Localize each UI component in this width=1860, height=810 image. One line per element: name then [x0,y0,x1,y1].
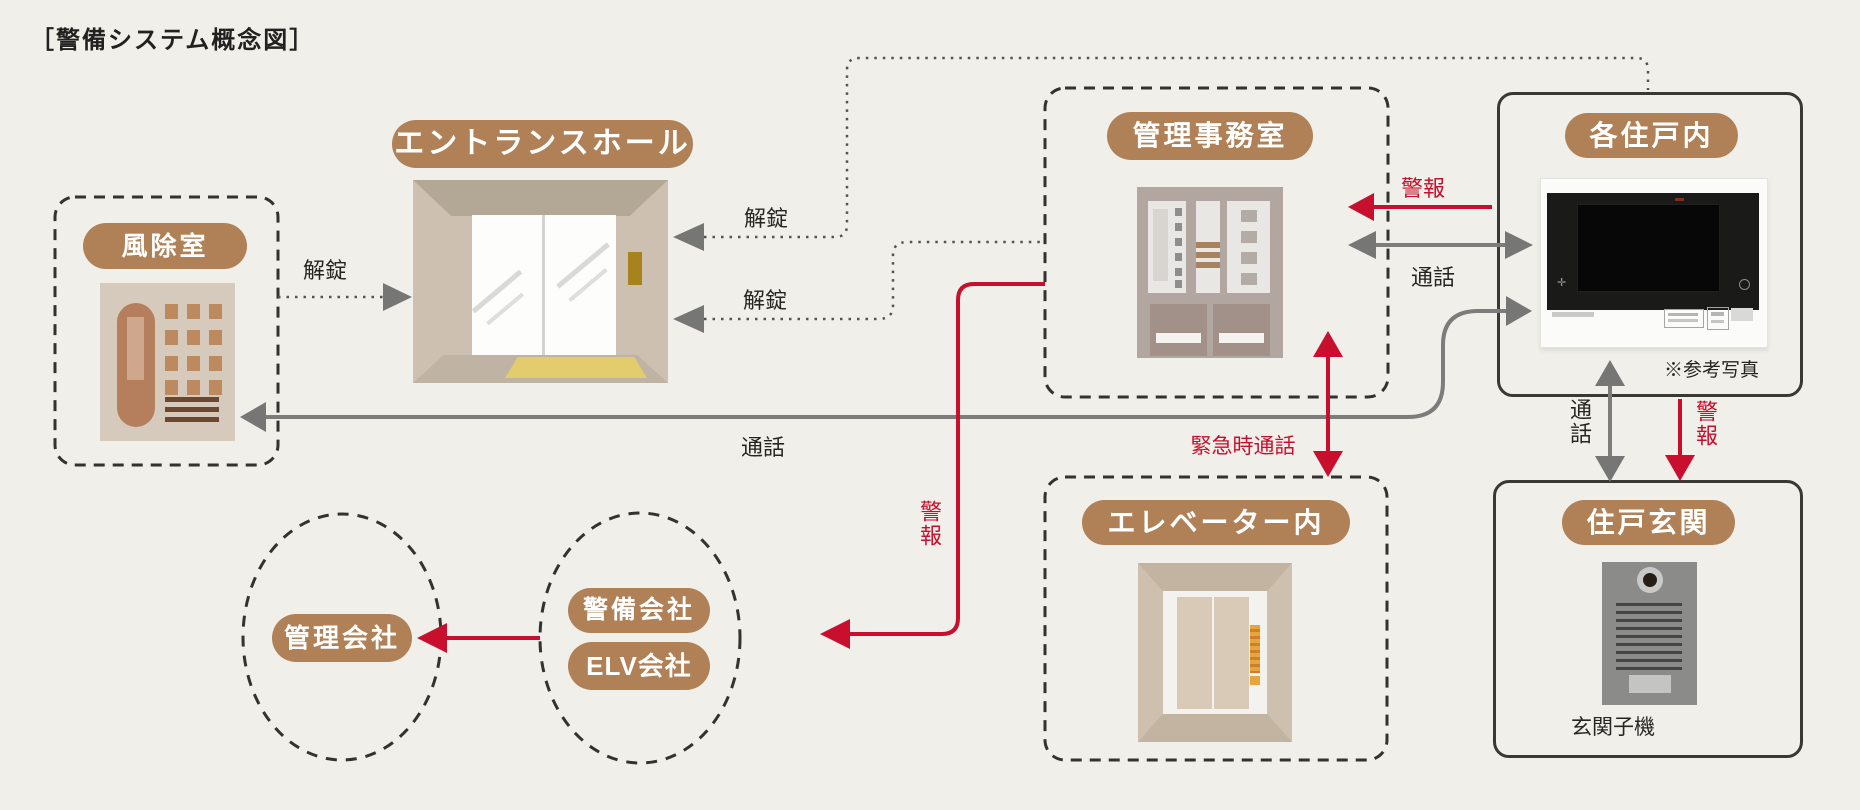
monitor-info-plate [1664,309,1704,328]
panel-right-buttons [1241,210,1257,286]
unlock-label: 解錠 [742,288,787,313]
monitor-right-button [1739,279,1750,290]
arrowhead-right-icon [383,283,412,311]
camera-ring-icon [1637,567,1663,593]
panel-left-display [1153,209,1168,281]
monitor-left-button: ✛ [1557,277,1567,289]
call-label: 通話 [1567,398,1592,446]
elevator-illustration [1138,563,1292,742]
speaker-grille-icon [1616,603,1682,671]
door-station-caption: 玄関子機 [1571,715,1655,739]
windbreak-room-border [53,195,280,467]
elevator-interior [1163,591,1267,714]
unlock-dwelling-line [704,56,1650,239]
management-company-label: 管理会社 [272,614,412,662]
photo-note: ※参考写真 [1664,360,1760,381]
camera-lens-icon [1643,573,1657,587]
arrowhead-left-icon [1348,231,1376,259]
management-company-border [241,512,443,762]
panel-left-column [1148,201,1186,293]
arrowhead-down-icon [1665,455,1695,481]
elevator-cabin-border [1043,475,1389,762]
arrowhead-left-icon [240,402,266,432]
call-button-icon [1629,675,1671,693]
monitor-brand-text [1552,312,1594,317]
monitor-screen [1577,204,1720,292]
entrance-mat [505,357,647,378]
arrowhead-left-icon [673,305,704,333]
door-split [542,215,545,355]
security-company-label: 警備会社 [568,588,710,633]
monitor-bezel: ✛ [1547,193,1759,310]
speaker-grille-icon [165,397,219,422]
entrance-hall-label: エントランスホール [392,120,693,168]
intercom-monitor-illustration: ✛ [1540,178,1768,348]
panel-middle-column [1196,201,1220,293]
arrowhead-left-icon [1348,193,1374,221]
door-station-illustration [1602,562,1697,705]
elevator-doors [1177,597,1249,709]
windbreak-room-label: 風除室 [83,223,247,269]
call-long-line [266,309,1508,419]
monitor-info-plate [1707,307,1729,330]
alarm-label: 警報 [1400,176,1445,201]
keypad-icon [165,304,223,414]
arrowhead-right-icon [1505,231,1533,259]
elevator-top-frame [1138,563,1292,591]
handset-icon [117,303,155,427]
alarm-label: 警報 [1693,400,1718,448]
panel-right-column [1227,201,1270,293]
arrowhead-down-icon [1313,451,1343,477]
monitor-sticker [1731,308,1753,321]
security-company-border [538,511,742,765]
page-title: ［警備システム概念図］ [30,28,316,54]
entrance-ceiling [413,180,668,216]
arrowhead-left-icon [673,223,704,251]
call-label: 通話 [1410,265,1455,290]
unlock-label: 解錠 [302,258,347,283]
alarm-label: 警報 [917,500,942,548]
door-handle-icon [628,252,642,285]
monitor-led [1675,198,1684,201]
panel-middle-stripes [1196,242,1220,269]
panel-drawer [1150,304,1207,356]
entrance-door-illustration [413,180,668,383]
management-office-border [1043,86,1390,399]
elevator-cabin-label: エレベーター内 [1082,500,1350,545]
unlock-label: 解錠 [743,206,788,231]
panel-indicator-column [1175,208,1182,288]
each-dwelling-label: 各住戸内 [1565,113,1738,158]
arrowhead-left-icon [820,619,850,649]
drawer-slot [1156,333,1201,343]
elevator-door-split [1212,597,1214,709]
arrowhead-up-icon [1313,331,1343,357]
arrowhead-up-icon [1595,360,1625,386]
panel-drawer [1213,304,1270,356]
management-office-label: 管理事務室 [1107,112,1313,160]
elevator-company-label: ELV会社 [568,642,710,690]
drawer-slot [1219,333,1264,343]
arrowhead-right-icon [1506,296,1532,326]
security-panel-illustration [1137,187,1283,358]
alarm-office-security-line [850,282,1045,636]
unlock-office-line [704,240,1044,321]
arrowhead-down-icon [1595,456,1625,482]
dwelling-entrance-box [1493,480,1803,758]
handset-inner [127,317,144,380]
dwelling-entrance-label: 住戸玄関 [1562,500,1735,545]
call-label: 通話 [740,435,785,460]
glass-doors [471,215,616,355]
elevator-bottom-frame [1138,714,1292,742]
intercom-panel-illustration [100,283,235,441]
emergency-call-label: 緊急時通話 [1190,434,1296,458]
elevator-panel-icon [1250,625,1260,673]
elevator-panel-button [1250,676,1260,685]
arrowhead-left-icon [417,623,447,653]
